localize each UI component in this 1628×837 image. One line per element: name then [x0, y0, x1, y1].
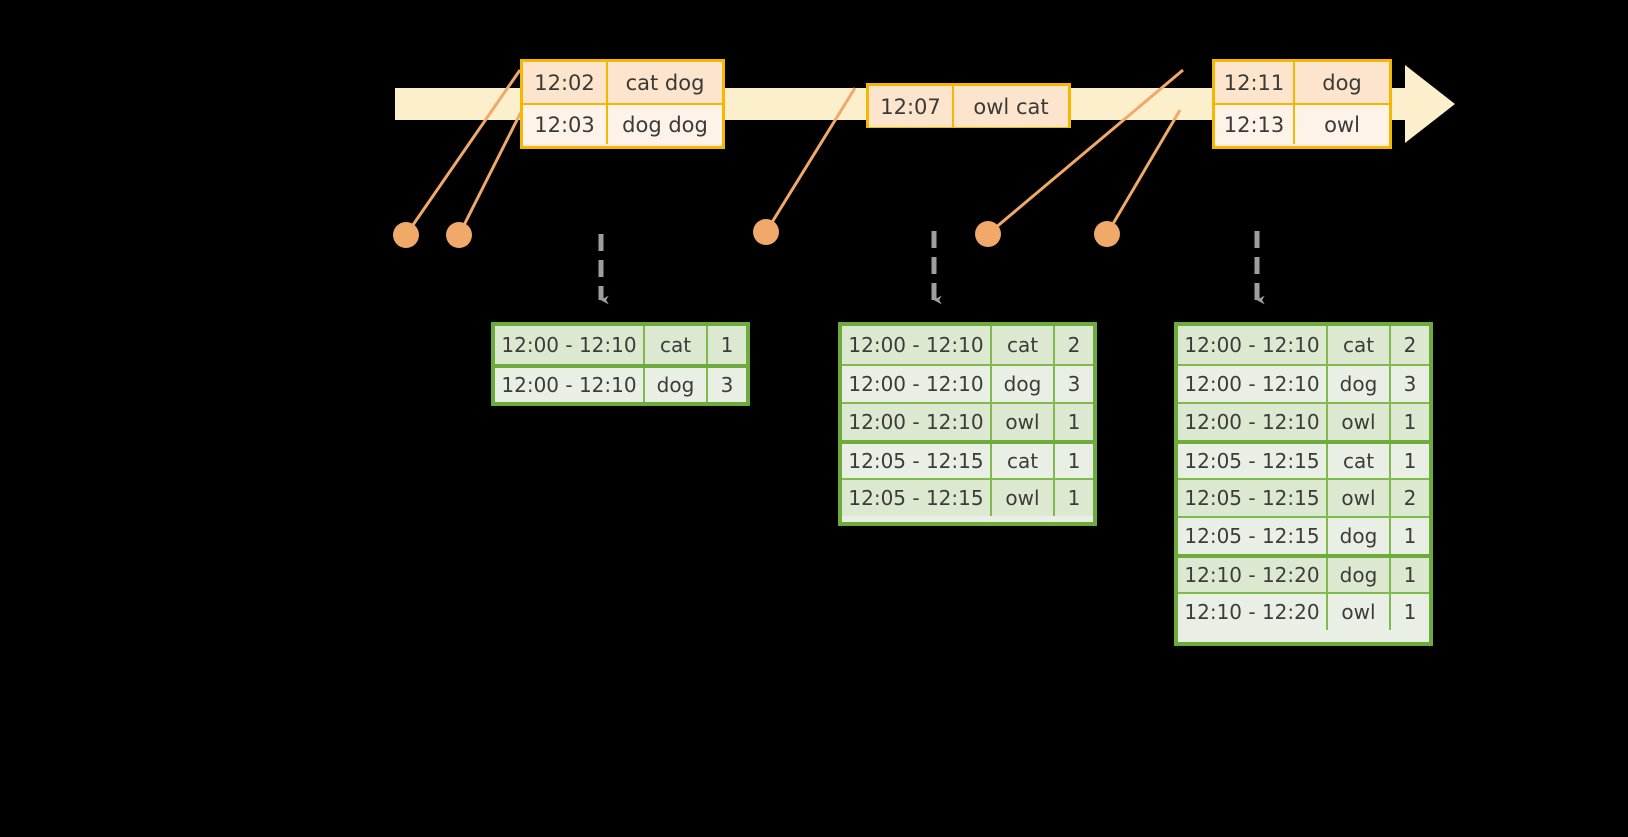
cell-window-range: 12:00 - 12:10 [495, 368, 645, 402]
event-row: 12:03 dog dog [523, 103, 722, 144]
window-counts-table-1: 12:00 - 12:10 cat 1 12:00 - 12:10 dog 3 [491, 322, 750, 406]
event-row: 12:11 dog [1215, 62, 1389, 103]
cell-count: 1 [1067, 410, 1081, 434]
table-row: 12:00 - 12:10 owl 1 [842, 402, 1093, 440]
event-words: dog [1322, 70, 1362, 95]
table-row: 12:00 - 12:10 dog 3 [495, 364, 746, 402]
cell-window-range: 12:00 - 12:10 [842, 404, 992, 440]
cell-count: 1 [1403, 449, 1417, 473]
cell-count: 1 [1403, 410, 1417, 434]
cell-key: dog [1328, 518, 1391, 554]
window-counts-table-3: 12:00 - 12:10 cat 2 12:00 - 12:10 dog 3 … [1174, 322, 1433, 646]
cell-window-range: 12:05 - 12:15 [842, 480, 992, 516]
cell-window-range: 12:05 - 12:15 [1178, 444, 1328, 478]
cell-key: cat [992, 444, 1055, 478]
cell-count: 2 [1403, 333, 1417, 357]
cell-count: 2 [1403, 486, 1417, 510]
cell-key: dog [645, 368, 708, 402]
cell-key: owl [992, 480, 1055, 516]
cell-key: cat [992, 326, 1055, 364]
cell-count: 1 [1067, 486, 1081, 510]
cell-key: dog [992, 366, 1055, 402]
cell-count: 3 [1403, 372, 1417, 396]
table-row: 12:05 - 12:15 cat 1 [842, 440, 1093, 478]
event-marker-dot [393, 222, 419, 248]
cell-window-range: 12:00 - 12:10 [842, 326, 992, 364]
cell-window-range: 12:05 - 12:15 [1178, 518, 1328, 554]
window-counts-table-2: 12:00 - 12:10 cat 2 12:00 - 12:10 dog 3 … [838, 322, 1097, 526]
cell-window-range: 12:05 - 12:15 [842, 444, 992, 478]
table-row: 12:00 - 12:10 dog 3 [842, 364, 1093, 402]
event-words: owl [1324, 112, 1360, 137]
event-words: cat dog [625, 70, 705, 95]
cell-window-range: 12:05 - 12:15 [1178, 480, 1328, 516]
cell-key: owl [1328, 404, 1391, 440]
table-row: 12:05 - 12:15 owl 2 [1178, 478, 1429, 516]
event-marker-dot [753, 219, 779, 245]
event-time: 12:02 [523, 62, 608, 103]
event-time: 12:07 [869, 86, 954, 127]
cell-window-range: 12:00 - 12:10 [495, 326, 645, 364]
table-row: 12:05 - 12:15 owl 1 [842, 478, 1093, 516]
cell-key: dog [1328, 558, 1391, 592]
event-time: 12:03 [523, 105, 608, 144]
cell-key: owl [1328, 594, 1391, 630]
event-time: 12:13 [1215, 105, 1295, 144]
table-row: 12:00 - 12:10 cat 1 [495, 326, 746, 364]
cell-count: 1 [1403, 563, 1417, 587]
event-group-1: 12:02 cat dog 12:03 dog dog [520, 59, 725, 149]
event-words: dog dog [622, 112, 708, 137]
event-marker-dot [975, 221, 1001, 247]
event-group-2: 12:07 owl cat [866, 83, 1071, 128]
cell-count: 1 [720, 333, 734, 357]
cell-count: 2 [1067, 333, 1081, 357]
table-row: 12:00 - 12:10 cat 2 [1178, 326, 1429, 364]
cell-key: cat [1328, 326, 1391, 364]
event-markers [393, 219, 1120, 248]
cell-window-range: 12:00 - 12:10 [1178, 404, 1328, 440]
cell-count: 1 [1403, 600, 1417, 624]
cell-window-range: 12:10 - 12:20 [1178, 558, 1328, 592]
timeline-arrow-head [1405, 65, 1455, 143]
cell-window-range: 12:10 - 12:20 [1178, 594, 1328, 630]
cell-count: 1 [1403, 524, 1417, 548]
event-row: 12:02 cat dog [523, 62, 722, 103]
event-group-3: 12:11 dog 12:13 owl [1212, 59, 1392, 149]
cell-key: cat [645, 326, 708, 364]
event-marker-dot [1094, 221, 1120, 247]
event-time: 12:11 [1215, 62, 1295, 103]
table-row: 12:00 - 12:10 dog 3 [1178, 364, 1429, 402]
dashed-arrows [598, 231, 1265, 305]
event-row: 12:07 owl cat [869, 86, 1068, 127]
table-row: 12:10 - 12:20 dog 1 [1178, 554, 1429, 592]
cell-count: 3 [720, 373, 734, 397]
table-row: 12:05 - 12:15 cat 1 [1178, 440, 1429, 478]
cell-key: dog [1328, 366, 1391, 402]
cell-key: cat [1328, 444, 1391, 478]
table-row: 12:00 - 12:10 cat 2 [842, 326, 1093, 364]
cell-count: 3 [1067, 372, 1081, 396]
cell-key: owl [1328, 480, 1391, 516]
event-row: 12:13 owl [1215, 103, 1389, 144]
cell-key: owl [992, 404, 1055, 440]
table-row: 12:05 - 12:15 dog 1 [1178, 516, 1429, 554]
cell-count: 1 [1067, 449, 1081, 473]
table-row: 12:10 - 12:20 owl 1 [1178, 592, 1429, 630]
event-marker-dot [446, 222, 472, 248]
table-row: 12:00 - 12:10 owl 1 [1178, 402, 1429, 440]
cell-window-range: 12:00 - 12:10 [842, 366, 992, 402]
cell-window-range: 12:00 - 12:10 [1178, 366, 1328, 402]
event-words: owl cat [973, 94, 1049, 119]
cell-window-range: 12:00 - 12:10 [1178, 326, 1328, 364]
